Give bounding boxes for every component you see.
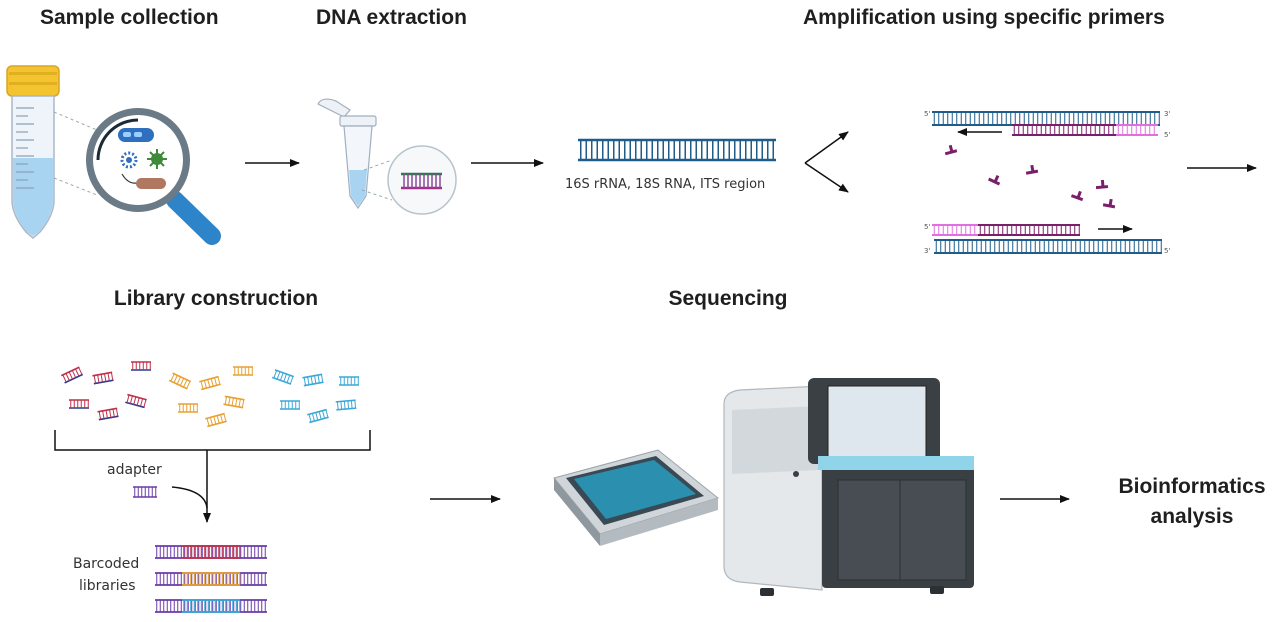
fragment-ladder <box>223 395 245 409</box>
fragment-ladder <box>307 408 329 424</box>
zoom-lines <box>53 111 98 196</box>
fragment-ladder <box>199 375 221 391</box>
dna-fragment-icon <box>280 400 300 410</box>
dna-fragment-icon <box>307 408 329 424</box>
barcode-adapter <box>155 572 267 586</box>
dna-fragment-icon <box>92 371 114 385</box>
primer-icon <box>944 144 958 156</box>
stage-title-amplification: Amplification using specific primers <box>803 6 1165 29</box>
dna-fragment-icon <box>302 373 324 387</box>
dna-fragment-icon <box>168 372 192 390</box>
dna-fragment-icon <box>271 369 295 385</box>
primer-icon <box>1070 190 1084 202</box>
dna-fragment-icon <box>199 375 221 391</box>
fragment-ladder <box>168 372 192 390</box>
fragment-ladder <box>97 407 119 421</box>
library-fragments <box>60 361 359 428</box>
fragment-ladder <box>205 412 227 428</box>
fragment-ladder <box>233 366 253 376</box>
dna-fragment-icon <box>205 412 227 428</box>
primer-extension-bottom <box>978 224 1080 236</box>
barcode-insert <box>182 545 241 559</box>
barcoded-library-row <box>155 572 267 586</box>
fragment-ladder <box>60 366 84 384</box>
falcon-tube-icon <box>6 65 60 239</box>
dna-fragment-icon <box>60 366 84 384</box>
stage-title-bioinformatics: Bioinformatics analysis <box>1118 472 1265 532</box>
dna-fragment-icon <box>131 361 151 371</box>
strand-end-mark: 5' <box>924 110 930 118</box>
primer-tail-top <box>1116 124 1158 136</box>
fragment-ladder <box>271 369 295 385</box>
strand-end-mark: 5' <box>1164 247 1170 255</box>
barcode-adapter <box>155 545 267 559</box>
fragment-ladder <box>178 403 198 413</box>
primer-extension-top <box>1012 124 1116 136</box>
fragment-ladder <box>335 399 357 411</box>
barcode-adapter <box>155 599 267 613</box>
microcentrifuge-tube-icon <box>317 98 377 210</box>
dna-strand-16s <box>578 138 776 162</box>
dna-fragment-icon <box>125 393 147 409</box>
strand-end-mark: 3' <box>924 247 930 255</box>
dna-fragment-icon <box>339 376 359 386</box>
amplification-panel: 5' 3' 5' 5' 3' 5' <box>924 110 1170 255</box>
bioinformatics-line-2: analysis <box>1150 505 1234 528</box>
barcoded-label-line-1: Barcoded <box>73 556 140 572</box>
arrow-dna-to-reverse <box>804 162 849 193</box>
dna-fragment-icon <box>178 403 198 413</box>
stage-title-sequencing: Sequencing <box>668 287 788 310</box>
template-strand-bottom <box>934 239 1162 254</box>
microbe-icon <box>118 128 167 189</box>
flow-arrows <box>245 131 1257 503</box>
fragment-ladder <box>92 371 114 385</box>
bioinformatics-line-1: Bioinformatics <box>1118 475 1266 498</box>
sequencer-icon <box>723 378 974 596</box>
primer-tail-bottom <box>932 224 978 236</box>
fragment-ladder <box>339 376 359 386</box>
barcoded-library-row <box>155 545 267 559</box>
template-strand-top <box>932 111 1160 126</box>
adapter-label: adapter <box>107 462 162 478</box>
fragment-ladder <box>131 361 151 371</box>
target-regions-label: 16S rRNA, 18S RNA, ITS region <box>565 177 766 192</box>
primer-icon <box>1025 164 1039 175</box>
arrow-dna-to-forward <box>804 131 849 164</box>
stage-title-library-construction: Library construction <box>113 287 319 310</box>
dna-fragment-icon <box>223 395 245 409</box>
adapter-ladder <box>133 486 157 498</box>
dna-fragment-icon <box>69 399 89 409</box>
barcode-insert <box>182 572 241 586</box>
dna-fragment-icon <box>97 407 119 421</box>
barcoded-library-row <box>155 599 267 613</box>
fragment-ladder <box>69 399 89 409</box>
fragment-ladder <box>125 393 147 409</box>
stage-title-dna-extraction: DNA extraction <box>316 6 467 29</box>
primer-icon <box>988 175 1001 186</box>
barcoded-label-line-2: libraries <box>79 578 136 594</box>
dna-zoom-circle <box>387 145 457 215</box>
zoom-lines-2 <box>361 159 393 201</box>
strand-end-mark: 5' <box>1164 131 1170 139</box>
barcoded-libraries <box>155 545 267 613</box>
stage-title-sample-collection: Sample collection <box>40 6 219 29</box>
library-bracket <box>54 430 371 523</box>
primer-icon <box>1095 179 1109 190</box>
primer-icon <box>1102 198 1116 209</box>
flow-cell-icon <box>553 449 720 546</box>
barcode-insert <box>182 599 241 613</box>
strand-end-mark: 5' <box>924 223 930 231</box>
dna-fragment-icon <box>335 399 357 411</box>
magnifier-icon <box>86 108 221 245</box>
adapter-icon <box>133 486 157 498</box>
fragment-ladder <box>302 373 324 387</box>
dna-strand-icon <box>578 138 776 162</box>
fragment-ladder <box>280 400 300 410</box>
strand-end-mark: 3' <box>1164 110 1170 118</box>
dna-fragment-icon <box>233 366 253 376</box>
